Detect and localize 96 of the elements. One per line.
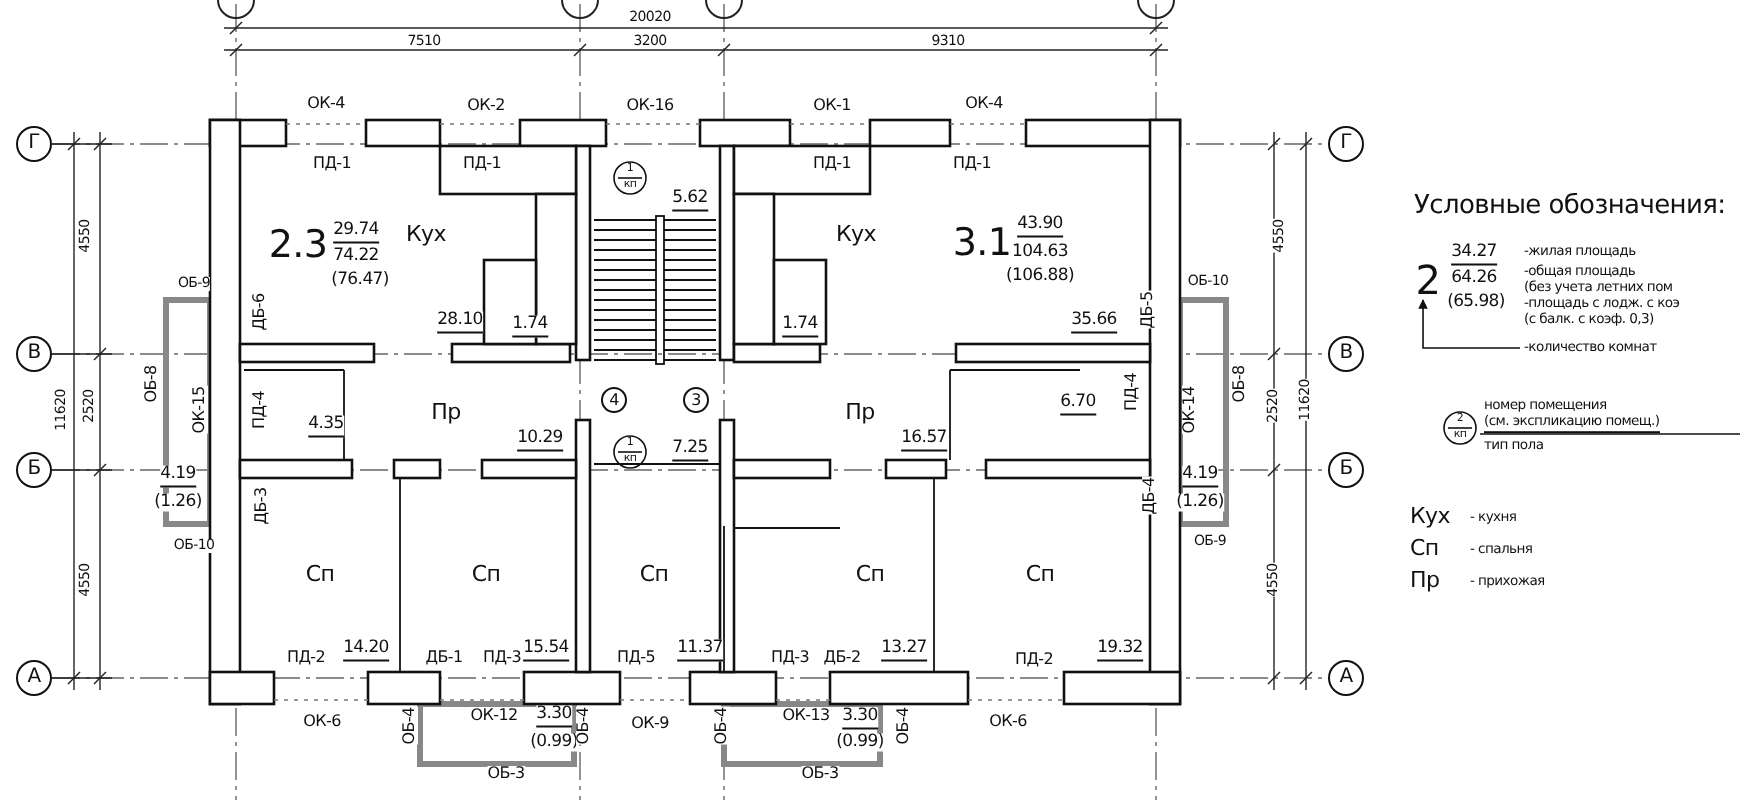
opening-mark: ПД-1 <box>462 156 502 172</box>
area-value: 5.62 <box>672 189 708 211</box>
area-value: (76.47) <box>331 271 389 289</box>
opening-mark: ОК-6 <box>303 714 341 730</box>
axis-marker: Б <box>16 452 52 488</box>
room-type-label: Кух <box>836 223 876 245</box>
area-value: 3.30 <box>842 707 878 729</box>
opening-mark: ОБ-4 <box>402 707 418 745</box>
area-value: (1.26) <box>1176 493 1224 511</box>
legend-title: Условные обозначения: <box>1414 193 1726 219</box>
area-value: 4.19 <box>1182 465 1218 487</box>
area-value: 4.35 <box>308 415 344 437</box>
room-type-label: Кух <box>406 223 446 245</box>
legend-abbreviation: Пр <box>1410 569 1440 591</box>
opening-mark: ОК-6 <box>989 714 1027 730</box>
opening-mark: ПД-1 <box>312 156 352 172</box>
opening-mark: ДБ-1 <box>425 650 463 666</box>
opening-mark: ОК-14 <box>1182 386 1198 434</box>
area-value: 104.63 <box>1012 243 1068 261</box>
room-number-marker: 3 <box>683 387 709 413</box>
area-value: 28.10 <box>437 311 483 333</box>
opening-mark: ДБ-3 <box>254 487 270 525</box>
area-value: 6.70 <box>1060 393 1096 415</box>
area-value: 14.20 <box>343 639 389 661</box>
legend-area-value: 34.27 <box>1451 243 1497 265</box>
area-value: (1.26) <box>154 493 202 511</box>
opening-mark: ОБ-3 <box>801 766 839 782</box>
room-type-label: Сп <box>855 563 885 585</box>
opening-mark: ПД-1 <box>952 156 992 172</box>
axis-marker: А <box>16 660 52 696</box>
area-value: 35.66 <box>1071 311 1117 333</box>
opening-mark: ОК-16 <box>626 98 674 114</box>
area-value: 74.22 <box>333 247 379 265</box>
opening-mark: ПД-3 <box>770 650 810 666</box>
opening-mark: ОК-2 <box>467 98 505 114</box>
legend-number: 2 <box>1415 260 1441 300</box>
room-type-label: Пр <box>845 401 875 423</box>
opening-mark: ОБ-8 <box>1232 365 1248 403</box>
room-number-marker: 4 <box>601 387 627 413</box>
legend-abbreviation: Кух <box>1410 505 1450 527</box>
opening-mark: ОК-1 <box>813 98 851 114</box>
opening-mark: ПД-4 <box>1124 372 1140 412</box>
room-type-label: Сп <box>1025 563 1055 585</box>
opening-mark: ДБ-2 <box>823 650 861 666</box>
axis-marker: Г <box>16 126 52 162</box>
apartment-number: 3.1 <box>952 225 1012 263</box>
opening-mark: ПД-2 <box>286 650 326 666</box>
room-type-label: Сп <box>305 563 335 585</box>
opening-mark: ОБ-4 <box>896 707 912 745</box>
opening-mark: ДБ-5 <box>1140 291 1156 329</box>
opening-mark: ПД-5 <box>616 650 656 666</box>
axis-marker: Г <box>1328 126 1364 162</box>
room-type-label: Сп <box>639 563 669 585</box>
opening-mark: ОБ-4 <box>576 707 592 745</box>
leader-arrow <box>1418 299 1521 349</box>
room-type-label: Пр <box>431 401 461 423</box>
opening-mark: ОК-12 <box>470 708 518 724</box>
area-value: (106.88) <box>1006 267 1074 285</box>
axis-marker: В <box>1328 336 1364 372</box>
area-value: 4.19 <box>160 465 196 487</box>
opening-mark: ОБ-8 <box>144 365 160 403</box>
area-value: 29.74 <box>333 221 379 243</box>
area-value: 10.29 <box>517 429 563 451</box>
opening-mark: ОБ-3 <box>487 766 525 782</box>
area-value: 11.37 <box>677 639 723 661</box>
area-value: 3.30 <box>536 705 572 727</box>
legend-area-value: 64.26 <box>1451 269 1497 287</box>
opening-mark: ОБ-4 <box>714 707 730 745</box>
area-value: 43.90 <box>1017 215 1063 237</box>
area-value: 19.32 <box>1097 639 1143 661</box>
legend-abbreviation: Сп <box>1410 537 1439 559</box>
opening-mark: ОК-13 <box>782 708 830 724</box>
opening-mark: ПД-2 <box>1014 652 1054 668</box>
opening-mark: ПД-3 <box>482 650 522 666</box>
opening-mark: ОК-4 <box>965 96 1003 112</box>
opening-mark: ОК-9 <box>631 716 669 732</box>
apartment-number: 2.3 <box>268 227 328 265</box>
axis-marker: Б <box>1328 452 1364 488</box>
area-value: 7.25 <box>672 439 708 461</box>
opening-mark: ПД-1 <box>812 156 852 172</box>
axis-marker: В <box>16 336 52 372</box>
area-value: 1.74 <box>512 315 548 337</box>
area-value: 15.54 <box>523 639 569 661</box>
opening-mark: ДБ-4 <box>1142 477 1158 515</box>
opening-mark: ОК-4 <box>307 96 345 112</box>
opening-mark: ОК-15 <box>192 386 208 434</box>
area-value: (0.99) <box>530 733 578 751</box>
room-type-label: Сп <box>471 563 501 585</box>
area-value: 13.27 <box>881 639 927 661</box>
area-value: (0.99) <box>836 733 884 751</box>
area-value: 16.57 <box>901 429 947 451</box>
opening-mark: ПД-4 <box>252 390 268 430</box>
axis-marker: А <box>1328 660 1364 696</box>
legend-area-value: (65.98) <box>1447 293 1505 311</box>
opening-mark: ДБ-6 <box>252 293 268 331</box>
area-value: 1.74 <box>782 315 818 337</box>
